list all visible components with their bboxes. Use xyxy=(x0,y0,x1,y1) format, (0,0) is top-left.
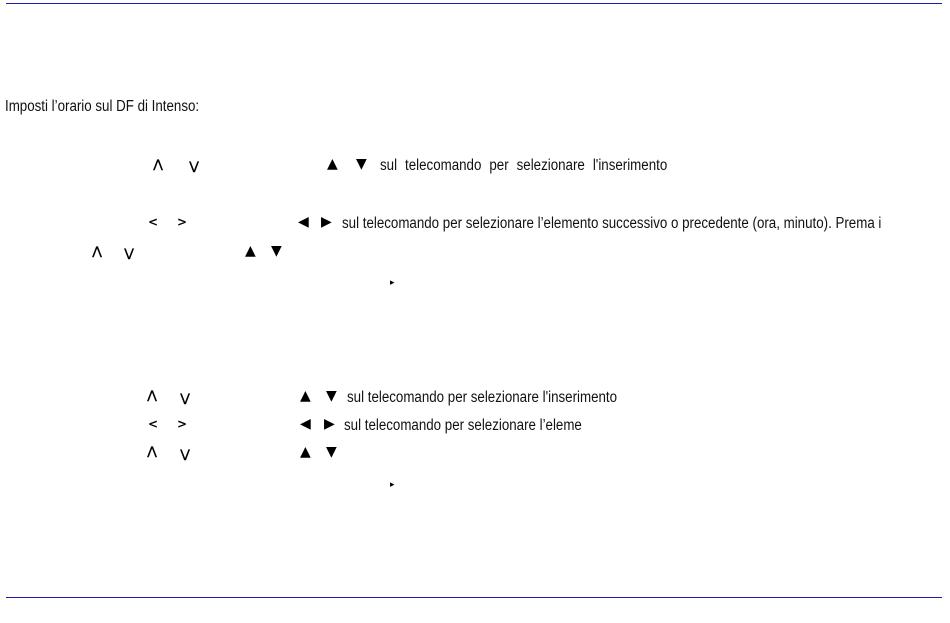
chevron-down-icon: ⋁ xyxy=(124,246,135,260)
instruction-text: sul telecomando per selezionare l’elemen… xyxy=(342,215,882,232)
intro-text: Imposti l’orario sul DF di Intenso: xyxy=(5,98,200,115)
triangle-left-icon: ◀ xyxy=(300,416,311,432)
chevron-right-icon: > xyxy=(177,417,188,431)
triangle-down-icon: ▼ xyxy=(326,388,337,404)
chevron-down-icon: ⋁ xyxy=(189,159,200,173)
triangle-up-icon: ▲ xyxy=(245,243,256,259)
instruction-text: sul telecomando per selezionare l'inseri… xyxy=(347,389,618,406)
triangle-down-icon: ▼ xyxy=(356,156,367,172)
triangle-right-icon: ▶ xyxy=(324,416,335,432)
chevron-left-icon: < xyxy=(148,215,159,229)
chevron-up-icon: ⋀ xyxy=(147,388,158,402)
chevron-right-icon: > xyxy=(177,215,188,229)
triangle-up-icon: ▲ xyxy=(327,156,338,172)
instruction-text: sul telecomando per selezionare l'inseri… xyxy=(380,157,668,174)
triangle-left-icon: ◀ xyxy=(298,214,309,230)
triangle-down-icon: ▼ xyxy=(326,444,337,460)
chevron-up-icon: ⋀ xyxy=(92,244,103,258)
top-rule xyxy=(6,3,942,4)
play-arrow-icon: ▸ xyxy=(390,278,395,288)
chevron-down-icon: ⋁ xyxy=(180,391,191,405)
chevron-down-icon: ⋁ xyxy=(180,447,191,461)
triangle-up-icon: ▲ xyxy=(300,444,311,460)
instruction-text: sul telecomando per selezionare l’eleme xyxy=(344,417,582,434)
bottom-rule xyxy=(6,597,942,598)
chevron-up-icon: ⋀ xyxy=(147,444,158,458)
chevron-up-icon: ⋀ xyxy=(153,157,164,171)
triangle-right-icon: ▶ xyxy=(321,214,332,230)
chevron-left-icon: < xyxy=(148,417,159,431)
triangle-up-icon: ▲ xyxy=(300,388,311,404)
play-arrow-icon: ▸ xyxy=(390,480,395,490)
triangle-down-icon: ▼ xyxy=(271,243,282,259)
